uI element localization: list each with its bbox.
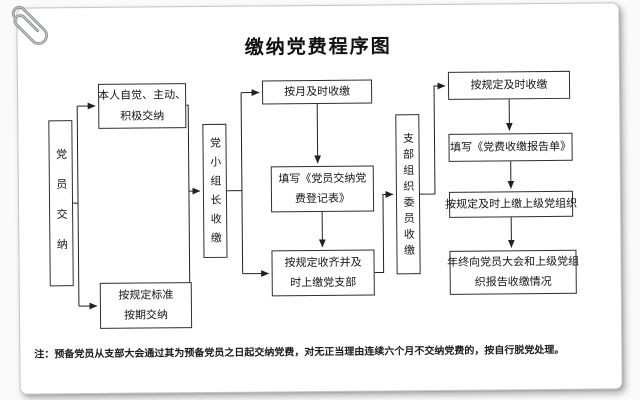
box-fill-registration-form: 填写《党员交纳党 费登记表》 [270, 165, 375, 213]
vbox-branch-committee-collects: 支部组织委员收缴 [395, 114, 421, 275]
box-line: 年终向党员大会和上级党组 [447, 254, 580, 269]
box-line: 按规定收齐并及 [284, 255, 362, 269]
vbox-group-leader-collects: 党小组长收缴 [202, 123, 228, 259]
box-remit-to-higher-org: 按规定及时上缴上级党组织 [445, 190, 577, 218]
paper-card: 缴纳党费程序图 [16, 2, 623, 395]
box-line: 按期交纳 [123, 308, 169, 322]
box-monthly-collection: 按月及时收缴 [261, 79, 373, 105]
box-fill-report-form: 填写《党费收缴报告单》 [448, 132, 573, 162]
vbox-party-member-pays: 党员交纳 [48, 120, 74, 287]
box-collect-per-rules: 按规定及时收缴 [447, 70, 571, 100]
box-line: 时上缴党支部 [290, 275, 357, 290]
box-pay-on-schedule: 按规定标准 按期交纳 [99, 282, 193, 329]
box-line: 本人自觉、主动、 [98, 88, 187, 103]
box-line: 费登记表》 [294, 191, 351, 206]
box-line: 织报告收缴情况 [474, 274, 552, 289]
box-voluntary-payment: 本人自觉、主动、 积极交纳 [97, 83, 187, 129]
box-remit-to-branch: 按规定收齐并及 时上缴党支部 [271, 249, 375, 297]
box-line: 积极交纳 [120, 108, 165, 123]
box-line: 按规定标准 [118, 287, 174, 302]
box-annual-report: 年终向党员大会和上级党组 织报告收缴情况 [447, 249, 580, 295]
box-line: 填写《党员交纳党 [278, 171, 367, 186]
paperclip-icon [11, 6, 48, 45]
